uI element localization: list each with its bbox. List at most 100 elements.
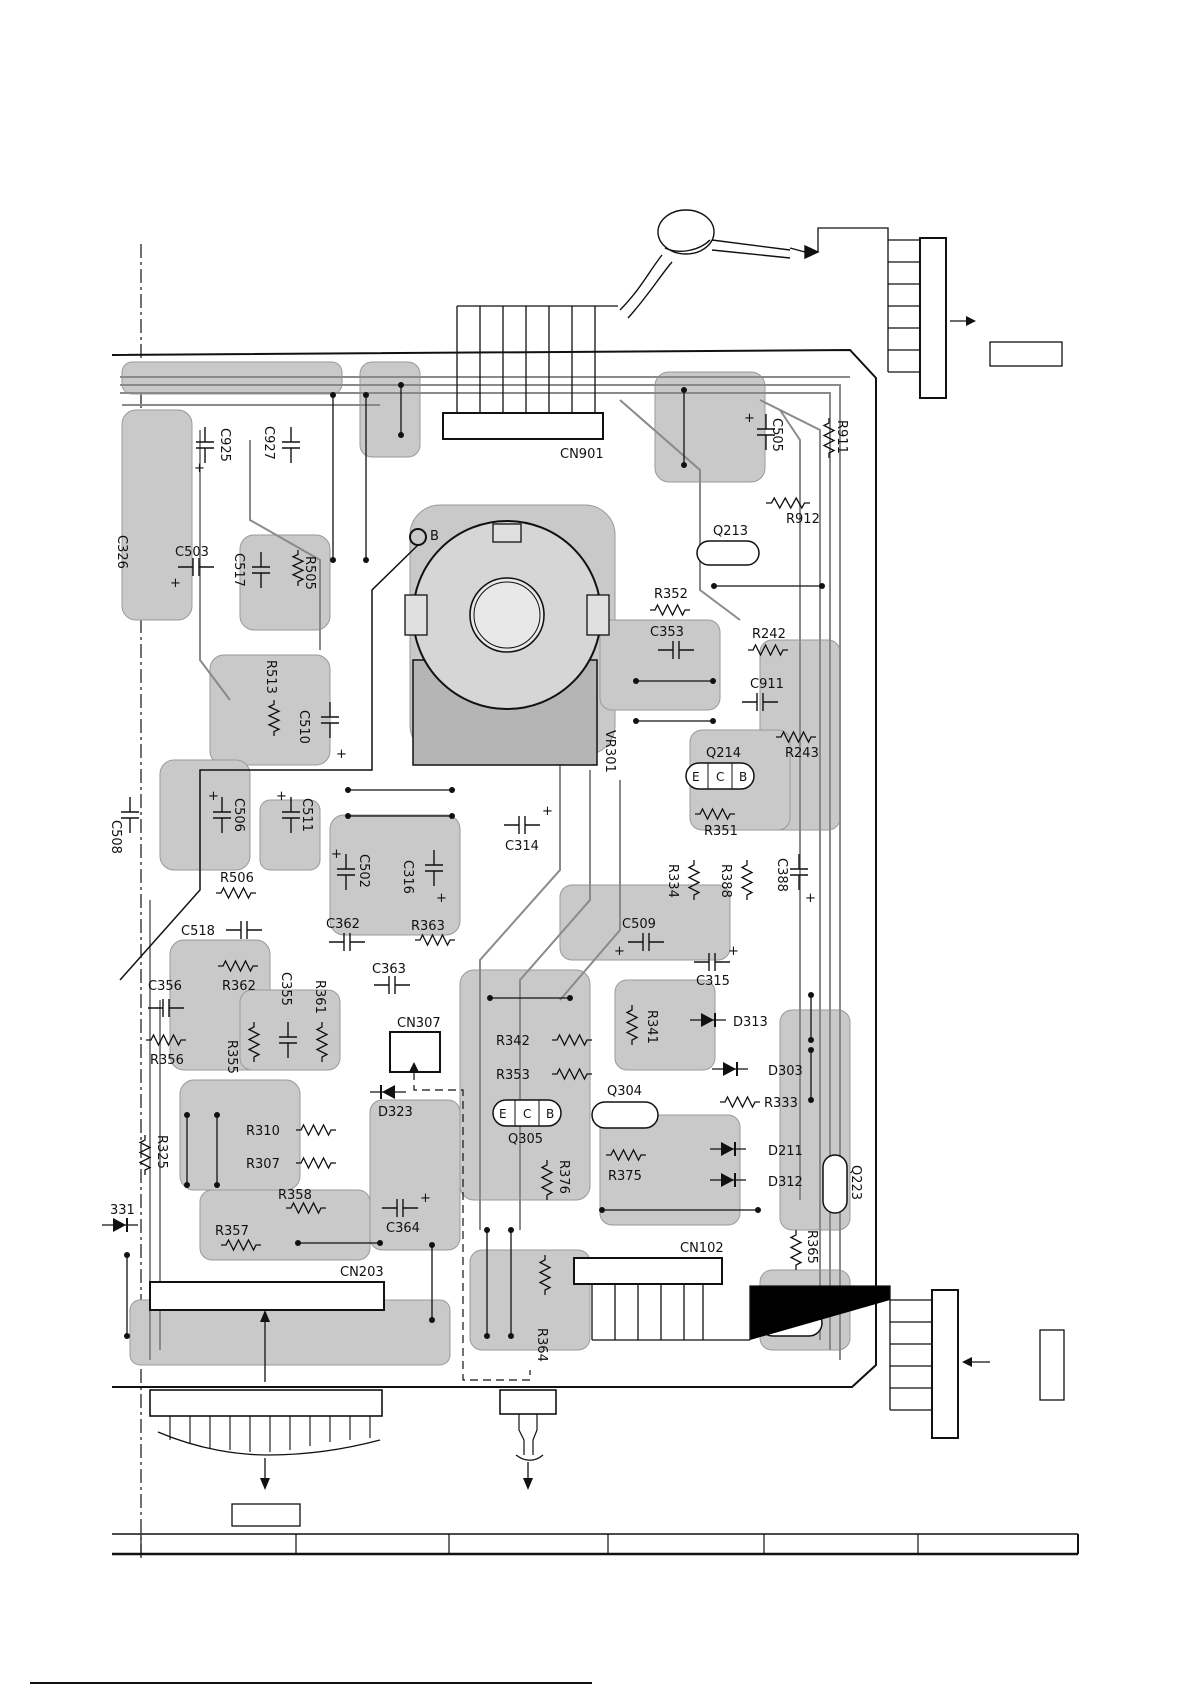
- c508-label: C508: [108, 820, 123, 854]
- polarity-plus: +: [614, 944, 625, 959]
- solder-point: [345, 813, 351, 819]
- r365-label: R365: [804, 1230, 819, 1264]
- r341-label: R341: [644, 1010, 659, 1044]
- capacitor-symbol: [382, 1199, 418, 1217]
- d303-label: D303: [768, 1064, 803, 1079]
- solder-point: [377, 1240, 383, 1246]
- solder-point: [484, 1227, 490, 1233]
- polarity-plus: +: [744, 411, 755, 426]
- capacitor-symbol: [121, 797, 139, 833]
- capacitor-symbol: [148, 999, 184, 1017]
- c927-label: C927: [261, 426, 276, 460]
- polarity-plus: +: [331, 847, 342, 862]
- resistor-symbol: [740, 860, 754, 900]
- solder-point: [599, 1207, 605, 1213]
- board-outline: [111, 348, 877, 1388]
- r353-label: R353: [496, 1068, 530, 1083]
- c511-label: C511: [299, 798, 314, 832]
- solder-point: [449, 813, 455, 819]
- diode-symbol: [710, 1142, 746, 1156]
- r310-label: R310: [246, 1124, 280, 1139]
- resistor-symbol: [776, 730, 816, 744]
- c353-label: C353: [650, 625, 684, 640]
- r351-label: R351: [704, 824, 738, 839]
- c363-label: C363: [372, 962, 406, 977]
- solder-point: [184, 1182, 190, 1188]
- r242-label: R242: [752, 627, 786, 642]
- q214-pin-e: E: [692, 770, 700, 784]
- q223-label: Q223: [848, 1165, 863, 1200]
- resistor-symbol: [216, 886, 256, 900]
- c506-label: C506: [231, 798, 246, 832]
- resistor-symbol: [221, 1238, 261, 1252]
- polarity-plus: +: [194, 461, 205, 476]
- capacitor-symbol: [329, 933, 365, 951]
- capacitor-symbol: [757, 414, 775, 450]
- c362-label: C362: [326, 917, 360, 932]
- resistor-symbol: [650, 603, 690, 617]
- solder-point: [808, 1047, 814, 1053]
- solder-point: [214, 1182, 220, 1188]
- q305-pin-b: B: [546, 1107, 554, 1121]
- capacitor-symbol: [790, 854, 808, 890]
- resistor-symbol: [606, 1148, 646, 1162]
- solder-point: [808, 1037, 814, 1043]
- q305-label: Q305: [508, 1132, 543, 1147]
- resistor-symbol: [720, 1095, 760, 1109]
- r388-label: R388: [718, 864, 733, 898]
- solder-point: [681, 387, 687, 393]
- capacitor-symbol: [226, 921, 262, 939]
- resistor-symbol: [695, 807, 735, 821]
- r358-label: R358: [278, 1188, 312, 1203]
- polarity-plus: +: [336, 747, 347, 762]
- r376-label: R376: [556, 1160, 571, 1194]
- solder-point: [345, 787, 351, 793]
- resistor-symbol: [552, 1033, 592, 1047]
- cn102-label: CN102: [680, 1241, 724, 1256]
- r356-label: R356: [150, 1053, 184, 1068]
- solder-point: [214, 1112, 220, 1118]
- capacitor-symbol: [658, 641, 694, 659]
- r911-label: R911: [834, 420, 849, 454]
- diode-symbol: [710, 1173, 746, 1187]
- capacitor-symbol: [279, 1022, 297, 1058]
- r912-label: R912: [786, 512, 820, 527]
- solder-point: [567, 995, 573, 1001]
- solder-point: [429, 1317, 435, 1323]
- solder-point: [633, 678, 639, 684]
- cn901-connector: CN901: [442, 305, 618, 462]
- c925-label: C925: [217, 428, 232, 462]
- r357-label: R357: [215, 1224, 249, 1239]
- resistor-symbol: [538, 1255, 552, 1295]
- d331-label: 331: [110, 1203, 135, 1218]
- bottom-right-connector: [889, 1289, 1065, 1439]
- cn307-label: CN307: [397, 1016, 441, 1031]
- r364-label: R364: [534, 1328, 549, 1362]
- polarity-plus: +: [208, 789, 219, 804]
- diode-symbol: [690, 1013, 726, 1027]
- resistor-symbol: [315, 1022, 329, 1062]
- capacitor-symbol: [213, 797, 231, 833]
- q214-pin-c: C: [716, 770, 724, 784]
- resistor-symbol: [267, 700, 281, 736]
- resistor-symbol: [247, 1022, 261, 1062]
- top-right-connector: [817, 227, 1063, 399]
- bottom-frame-ruler: [30, 1533, 1079, 1684]
- solder-point: [484, 1333, 490, 1339]
- solder-point: [398, 382, 404, 388]
- polarity-plus: +: [420, 1191, 431, 1206]
- r243-label: R243: [785, 746, 819, 761]
- c316-label: C316: [400, 860, 415, 894]
- diode-symbol: [370, 1085, 406, 1099]
- blank-label-box: [989, 341, 1063, 367]
- d312-label: D312: [768, 1175, 803, 1190]
- solder-point: [124, 1252, 130, 1258]
- d313-label: D313: [733, 1015, 768, 1030]
- solder-point: [124, 1333, 130, 1339]
- solder-point: [295, 1240, 301, 1246]
- resistor-symbol: [138, 1135, 152, 1175]
- q304-label: Q304: [607, 1084, 642, 1099]
- polarity-plus: +: [805, 891, 816, 906]
- resistor-symbol: [146, 1033, 186, 1047]
